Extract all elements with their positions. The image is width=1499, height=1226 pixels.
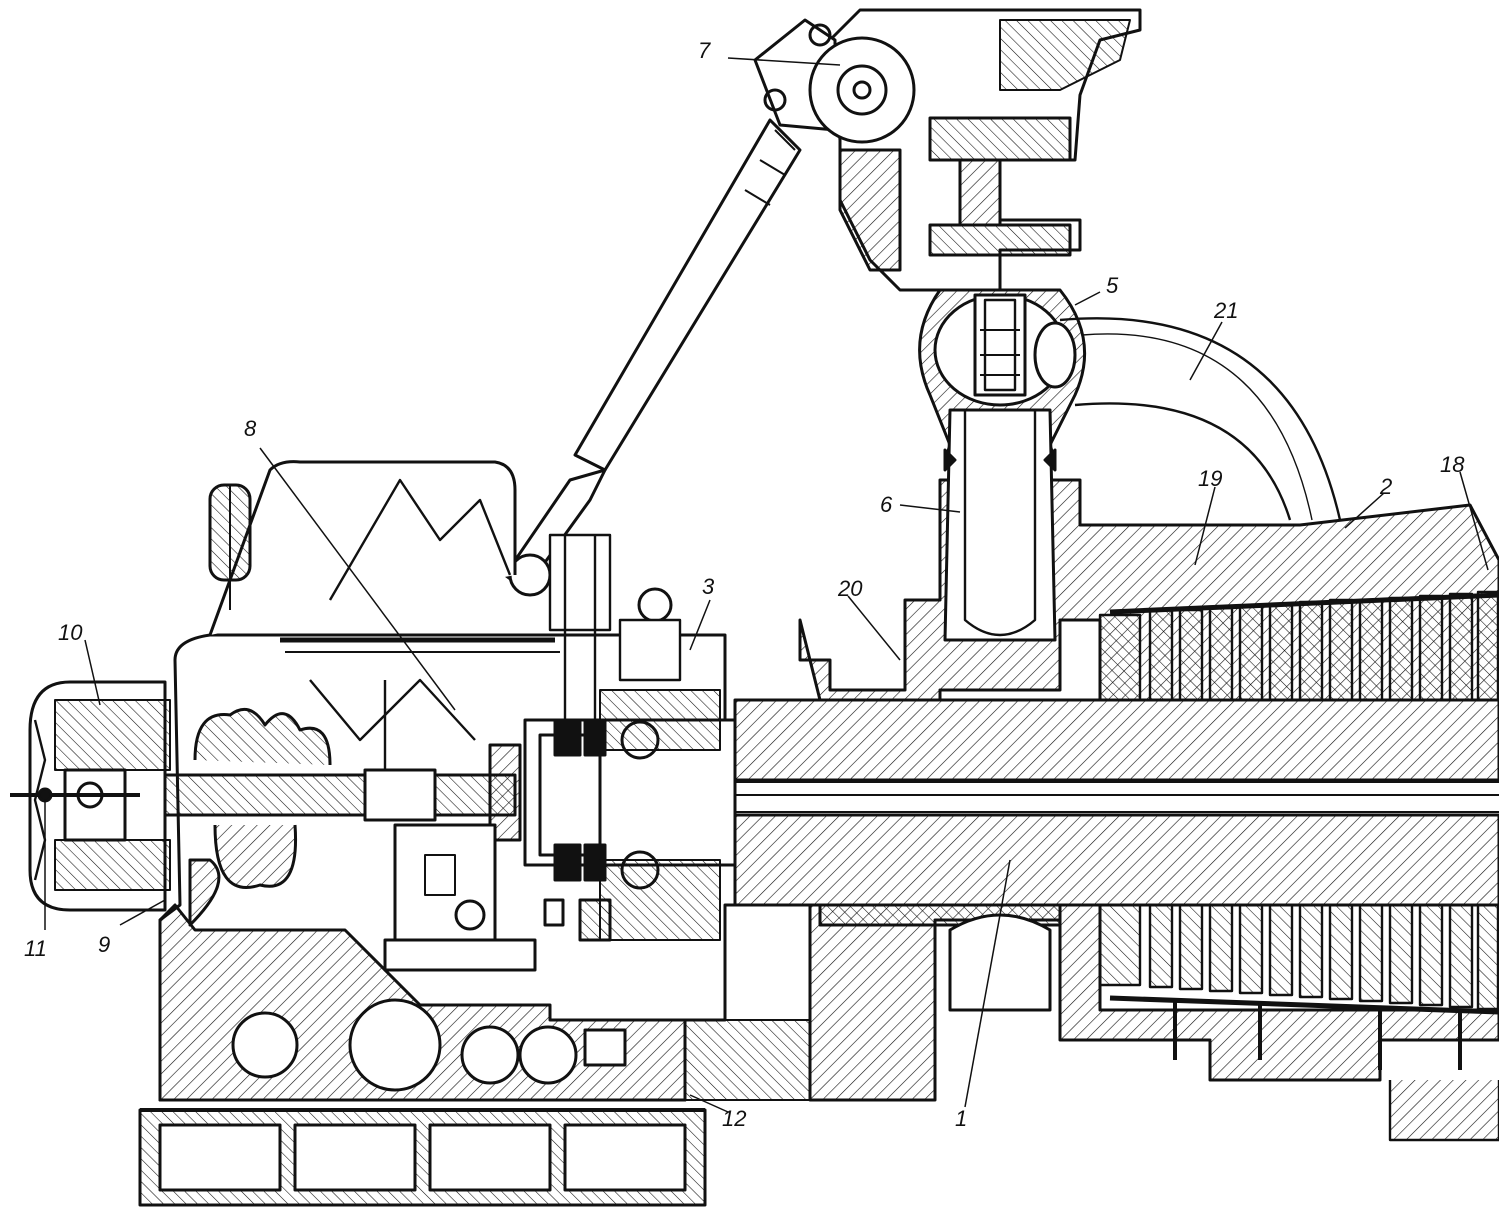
valve-spindles [548,533,682,720]
part-label-6: 6 [880,492,893,517]
part-label-1: 1 [955,1106,968,1131]
governor-shaft [138,743,522,842]
governor-housing [10,680,171,912]
pedestal-cover [208,460,560,653]
oil-pump-impeller [193,678,476,889]
part-label-2: 2 [1380,474,1393,499]
part-label-3: 3 [702,574,715,599]
part-label-19: 19 [1198,466,1223,491]
part-label-8: 8 [244,416,257,441]
part-label-12: 12 [722,1106,747,1131]
blade-stages-upper [1098,590,1499,702]
part-label-11: 11 [24,936,47,961]
control-valve-body [918,288,1087,642]
oil-servo-block [383,823,612,972]
part-label-9: 9 [98,932,111,957]
part-label-5: 5 [1106,273,1119,298]
blade-stages-lower [1098,903,1499,1142]
servomotor-linkage [503,18,916,597]
leader-lines [44,57,1489,1113]
part-label-18: 18 [1440,452,1465,477]
part-label-21: 21 [1214,298,1239,323]
rotor-shaft [733,698,1499,907]
part-label-10: 10 [58,620,83,645]
part-label-20: 20 [838,576,863,601]
steam-pipe [1059,317,1342,521]
thrust-bearing [523,587,737,941]
part-label-7: 7 [698,38,711,63]
